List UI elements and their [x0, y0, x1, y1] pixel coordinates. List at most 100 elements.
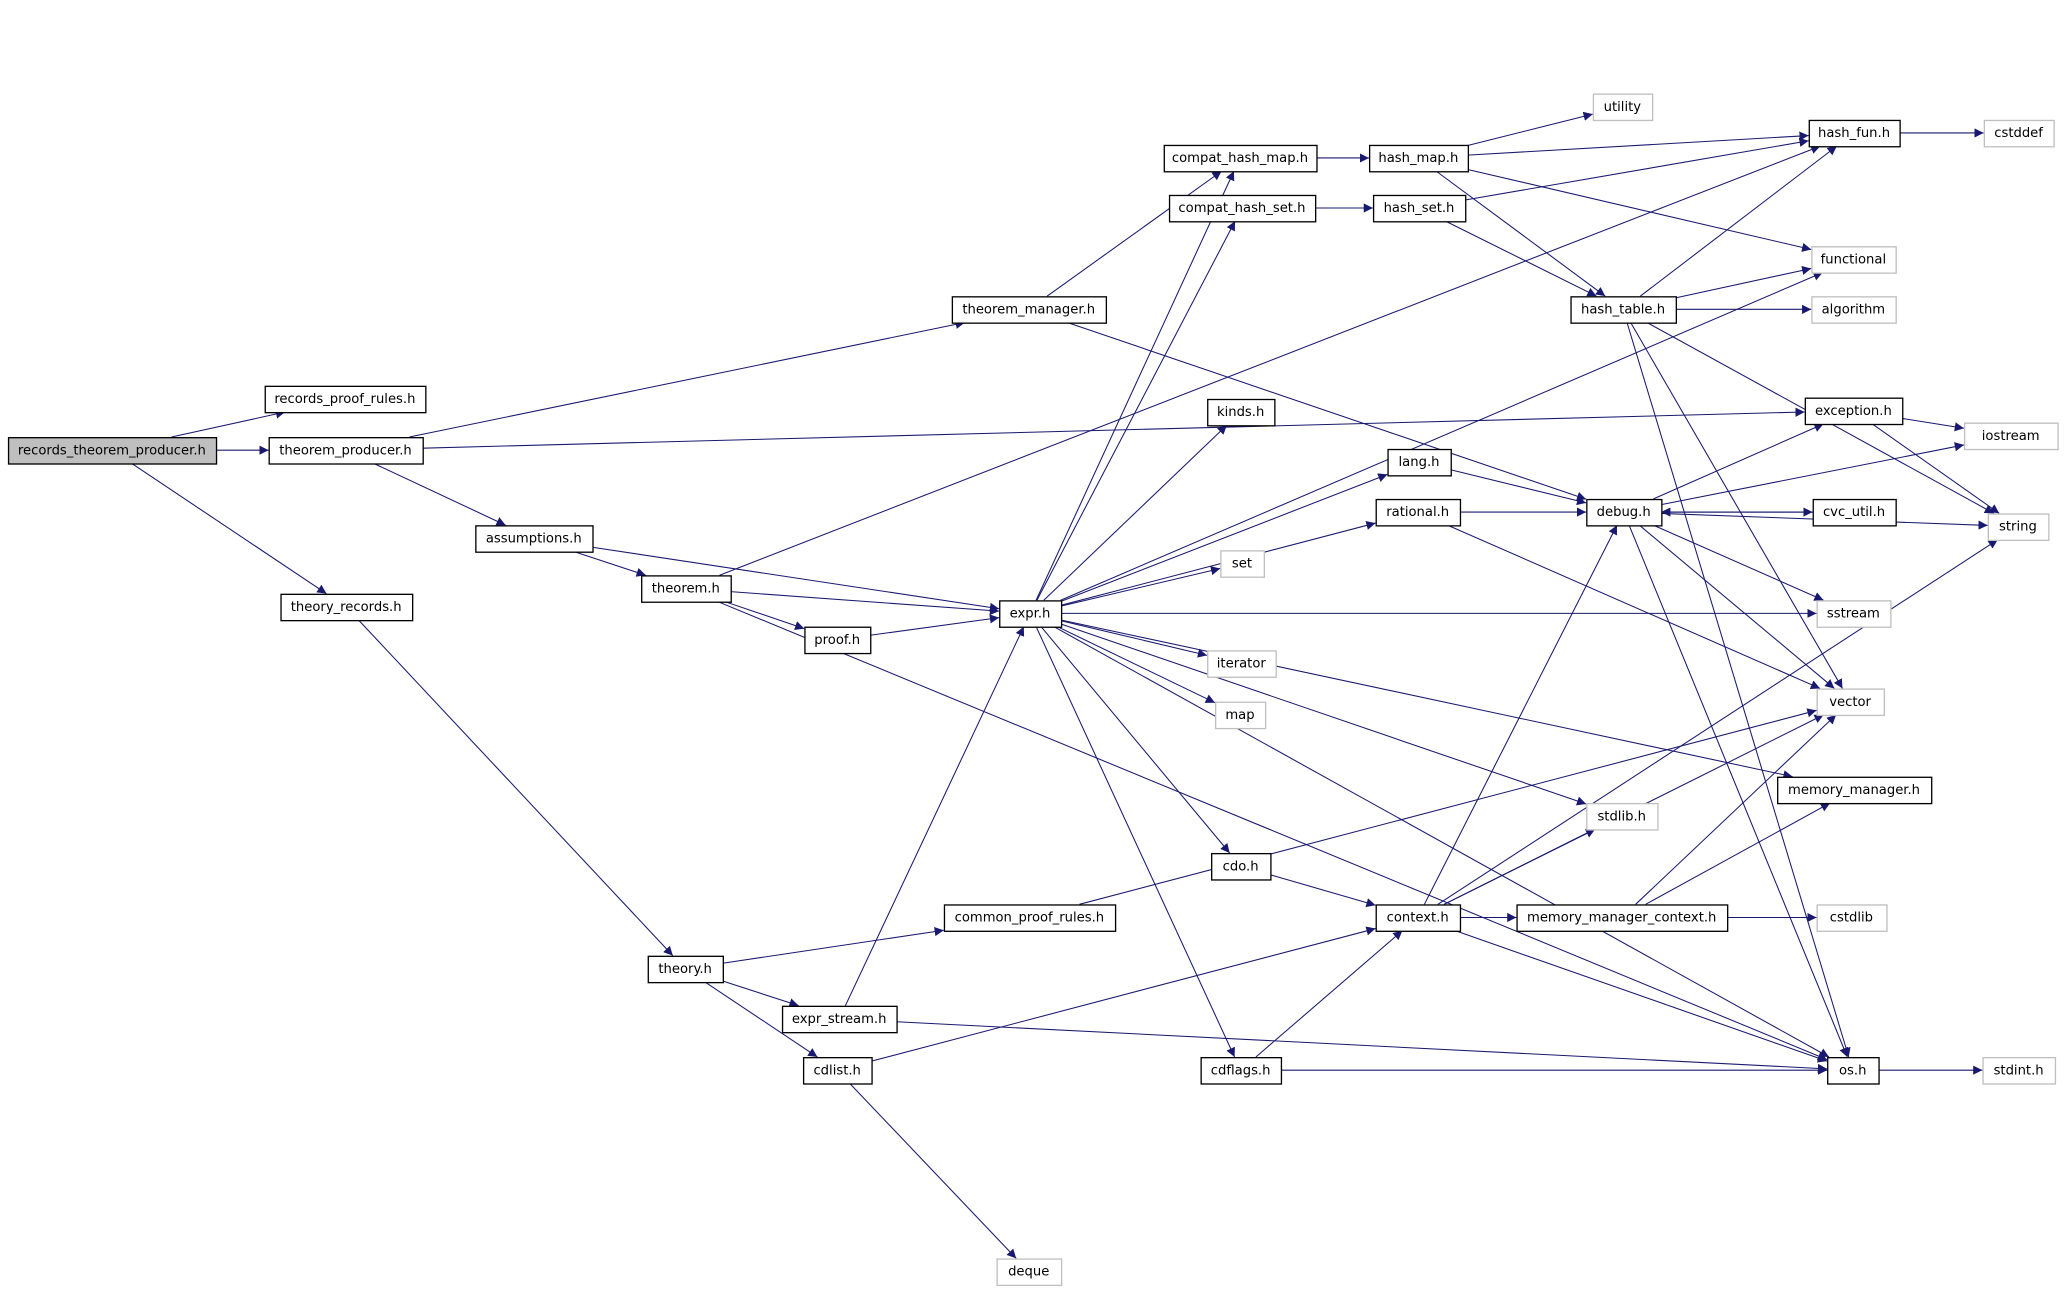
node-box	[1368, 144, 1470, 173]
node-box	[1375, 904, 1462, 932]
edge-expr-stream-to-os	[896, 1021, 1828, 1074]
node-label: set	[1232, 557, 1252, 572]
node-memory-manager-context[interactable]: memory_manager_context.h	[1516, 904, 1729, 932]
edge-hash-set-to-hash-fun	[1464, 137, 1809, 201]
node-box	[1387, 448, 1452, 477]
edge-cdflags-to-context	[1255, 930, 1403, 1058]
node-label: assumptions.h	[486, 532, 582, 547]
edge-debug-to-exception	[1653, 423, 1824, 500]
node-theorem-producer[interactable]: theorem_producer.h	[268, 437, 424, 465]
node-kinds[interactable]: kinds.h	[1207, 398, 1276, 427]
edge-theory-to-common-proof-rules	[722, 927, 944, 964]
node-rational[interactable]: rational.h	[1375, 498, 1462, 527]
node-hash-fun[interactable]: hash_fun.h	[1808, 119, 1901, 148]
edge-expr-to-memory-manager	[1060, 619, 1793, 780]
node-cvc-util[interactable]: cvc_util.h	[1812, 498, 1897, 527]
node-box	[951, 296, 1108, 324]
node-box	[641, 575, 732, 603]
edge-memory-manager-context-to-vector	[1635, 714, 1837, 905]
node-label: kinds.h	[1217, 405, 1264, 420]
node-hash-set[interactable]: hash_set.h	[1372, 194, 1467, 223]
edge-hash-table-to-functional	[1675, 265, 1812, 299]
node-cdlist[interactable]: cdlist.h	[802, 1057, 873, 1085]
node-label: hash_map.h	[1378, 151, 1458, 166]
edge-debug-to-vector	[1639, 524, 1835, 689]
node-label: rational.h	[1386, 505, 1449, 520]
node-label: exception.h	[1815, 404, 1892, 419]
edge-context-to-os	[1455, 930, 1828, 1063]
edge-expr-to-stdlib	[1060, 623, 1587, 806]
node-label: theorem.h	[652, 582, 720, 597]
edge-expr-to-os	[1053, 626, 1830, 1058]
node-box	[1168, 194, 1317, 223]
node-label: compat_hash_set.h	[1178, 201, 1305, 216]
node-label: context.h	[1387, 911, 1449, 926]
node-expr-stream[interactable]: expr_stream.h	[781, 1005, 898, 1034]
edge-theory-records-to-theory	[358, 619, 674, 957]
node-memory-manager[interactable]: memory_manager.h	[1777, 776, 1933, 805]
node-box	[264, 385, 427, 414]
node-records-theorem-producer[interactable]: records_theorem_producer.h	[7, 437, 218, 465]
node-lang[interactable]: lang.h	[1387, 448, 1452, 477]
node-cstddef: cstddef	[1983, 119, 2055, 148]
node-hash-table[interactable]: hash_table.h	[1570, 296, 1677, 324]
node-sstream: sstream	[1816, 600, 1892, 628]
node-box	[802, 1057, 873, 1085]
node-exception[interactable]: exception.h	[1804, 397, 1904, 426]
node-box	[647, 955, 724, 984]
node-box	[1811, 296, 1897, 324]
node-label: expr.h	[1010, 607, 1051, 622]
node-box	[1982, 1057, 2057, 1085]
node-box	[804, 626, 872, 655]
node-label: proof.h	[814, 633, 860, 648]
node-assumptions[interactable]: assumptions.h	[475, 525, 594, 553]
edge-context-to-string	[1437, 539, 1999, 905]
edge-hash-table-to-hash-fun	[1639, 145, 1838, 297]
node-theorem-manager[interactable]: theorem_manager.h	[951, 296, 1108, 324]
node-label: string	[1999, 520, 2037, 535]
node-box	[1372, 194, 1467, 223]
node-box	[1804, 397, 1904, 426]
node-proof[interactable]: proof.h	[804, 626, 872, 655]
node-debug[interactable]: debug.h	[1586, 498, 1663, 527]
node-compat-hash-map[interactable]: compat_hash_map.h	[1163, 144, 1318, 173]
node-hash-map[interactable]: hash_map.h	[1368, 144, 1470, 173]
node-label: theorem_producer.h	[279, 443, 412, 458]
edge-theorem-to-hash-fun	[719, 145, 1821, 576]
node-stdint: stdint.h	[1982, 1057, 2057, 1085]
node-expr[interactable]: expr.h	[999, 600, 1063, 628]
node-box	[268, 437, 424, 465]
node-cdo[interactable]: cdo.h	[1211, 852, 1272, 881]
edge-hash-map-to-functional	[1467, 168, 1812, 252]
node-box	[1586, 498, 1663, 527]
edge-expr-stream-to-expr	[844, 626, 1025, 1006]
node-label: stdlib.h	[1597, 809, 1646, 824]
edge-records-theorem-producer-to-records-proof-rules	[171, 409, 286, 438]
node-cdflags[interactable]: cdflags.h	[1200, 1057, 1283, 1085]
node-os[interactable]: os.h	[1827, 1057, 1880, 1085]
edge-theorem-to-expr	[730, 591, 1000, 616]
node-label: common_proof_rules.h	[955, 911, 1105, 926]
edge-expr-to-functional	[1060, 271, 1823, 601]
node-common-proof-rules[interactable]: common_proof_rules.h	[943, 904, 1117, 932]
node-label: memory_manager_context.h	[1527, 911, 1716, 926]
node-string: string	[1987, 513, 2050, 542]
node-compat-hash-set[interactable]: compat_hash_set.h	[1168, 194, 1317, 223]
edge-expr-to-compat-hash-set	[1036, 220, 1236, 601]
node-records-proof-rules[interactable]: records_proof_rules.h	[264, 385, 427, 414]
node-box	[1207, 398, 1276, 427]
node-context[interactable]: context.h	[1375, 904, 1462, 932]
node-label: lang.h	[1399, 455, 1440, 470]
node-label: vector	[1829, 695, 1871, 710]
node-theory-records[interactable]: theory_records.h	[280, 593, 414, 622]
node-label: theory_records.h	[291, 600, 402, 615]
node-theory[interactable]: theory.h	[647, 955, 724, 984]
node-box	[1592, 93, 1654, 122]
edge-common-proof-rules-to-vector	[1079, 708, 1817, 905]
edge-expr-to-map	[1057, 626, 1216, 704]
node-box	[1987, 513, 2050, 542]
node-theorem[interactable]: theorem.h	[641, 575, 732, 603]
node-label: expr_stream.h	[792, 1012, 887, 1027]
node-iostream: iostream	[1963, 422, 2059, 451]
